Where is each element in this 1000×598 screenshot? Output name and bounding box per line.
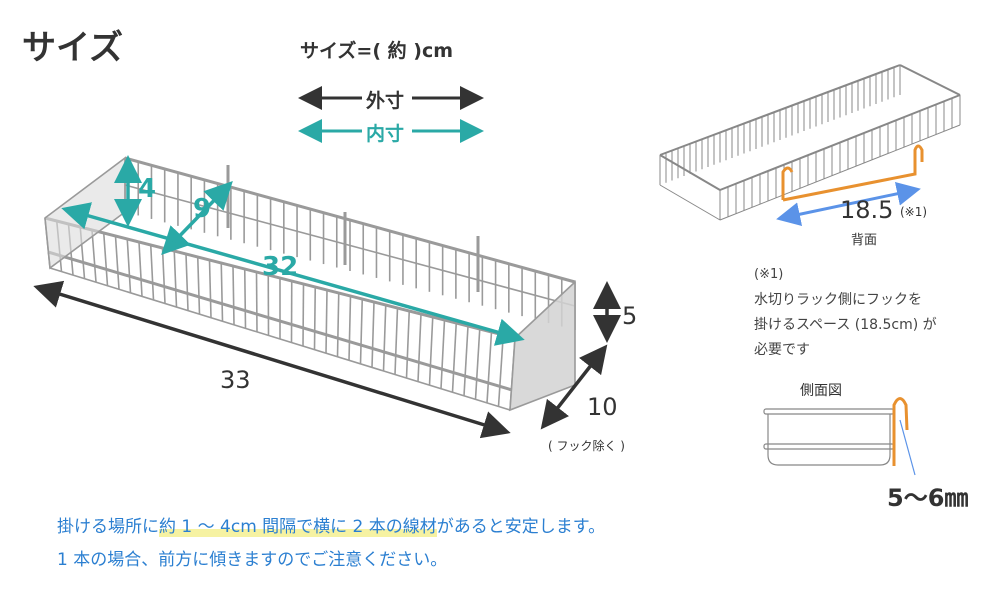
legend-inner: 内寸 — [366, 123, 405, 145]
wire — [138, 241, 143, 297]
wire — [302, 283, 305, 347]
wire — [325, 289, 328, 354]
gap-pointer — [899, 419, 916, 476]
note-highlight: 約 1 〜 4cm 間隔で横に 2 本の線材 — [159, 517, 437, 537]
wire — [486, 331, 493, 403]
outer-width-label: 33 — [220, 366, 251, 394]
wire — [348, 295, 352, 361]
footnote-line: 水切りラック側にフックを — [754, 292, 922, 308]
wire — [371, 301, 375, 368]
footnote-mark: (※1) — [754, 267, 784, 282]
inner-width-arrow — [61, 202, 525, 346]
back-footnote-mark: (※1) — [900, 205, 928, 219]
inner-width-label: 32 — [262, 252, 299, 282]
wire — [232, 265, 235, 325]
wire — [463, 325, 469, 396]
note-text: があると安定します。 — [436, 517, 606, 537]
back-view-label: 背面 — [851, 233, 878, 248]
panel — [509, 280, 576, 412]
inner-height-label: 4 — [138, 174, 157, 204]
wire — [161, 247, 166, 304]
side-hook-icon — [892, 397, 909, 466]
wire — [208, 259, 212, 318]
inner-depth-label: 9 — [193, 194, 212, 224]
legend-outer: 外寸 — [366, 90, 405, 112]
wire — [313, 286, 317, 350]
hook-space-arrow — [776, 181, 921, 227]
hook-icon — [781, 144, 924, 202]
wire — [899, 64, 961, 96]
wire — [359, 298, 364, 364]
wire — [382, 304, 387, 371]
outer-height-label: 5 — [622, 302, 638, 330]
wire — [255, 271, 258, 332]
outer-depth-label: 10 — [587, 393, 618, 421]
wire — [440, 319, 446, 389]
wire — [114, 235, 120, 290]
footnote-line: 必要です — [754, 342, 810, 358]
wire — [659, 184, 721, 221]
wire — [196, 256, 201, 315]
page-title: サイズ — [22, 28, 123, 68]
wire — [91, 229, 97, 283]
wire — [474, 328, 481, 400]
wire — [149, 244, 155, 300]
caution-note: 1 本の場合、前方に傾きますのでご注意ください。 — [57, 550, 448, 570]
wire — [220, 262, 224, 322]
wire — [451, 322, 458, 393]
wire — [185, 253, 189, 311]
wire — [428, 316, 434, 386]
wire — [719, 94, 961, 191]
wire — [102, 232, 109, 286]
wire — [659, 154, 721, 191]
side-view-label: 側面図 — [800, 383, 842, 399]
gap-label: 5〜6㎜ — [887, 484, 969, 512]
depth-note: ( フック除く ) — [548, 439, 625, 453]
stability-note: 掛ける場所に約 1 〜 4cm 間隔で横に 2 本の線材があると安定します。 — [57, 512, 605, 537]
wire — [417, 313, 422, 382]
wire — [497, 334, 505, 407]
wire — [126, 238, 132, 293]
width-arrow — [33, 280, 511, 439]
back-view-illustration — [659, 64, 961, 221]
unit-note: サイズ=( 約 )cm — [300, 40, 454, 62]
wire — [173, 250, 178, 308]
depth-arrow — [540, 344, 608, 430]
footnote-line: 掛けるスペース (18.5cm) が — [754, 317, 937, 333]
wire — [719, 124, 961, 221]
footnote-text: 水切りラック側にフックを 掛けるスペース (18.5cm) が 必要です — [754, 288, 937, 363]
back-dimension: 18.5 — [840, 196, 894, 224]
wire — [405, 310, 411, 379]
wire — [659, 64, 901, 156]
note-text: 掛ける場所に — [57, 517, 159, 537]
side-view-illustration — [763, 408, 895, 466]
panel — [44, 156, 126, 270]
wire — [394, 307, 399, 375]
wire — [243, 268, 247, 329]
wire — [336, 292, 340, 357]
